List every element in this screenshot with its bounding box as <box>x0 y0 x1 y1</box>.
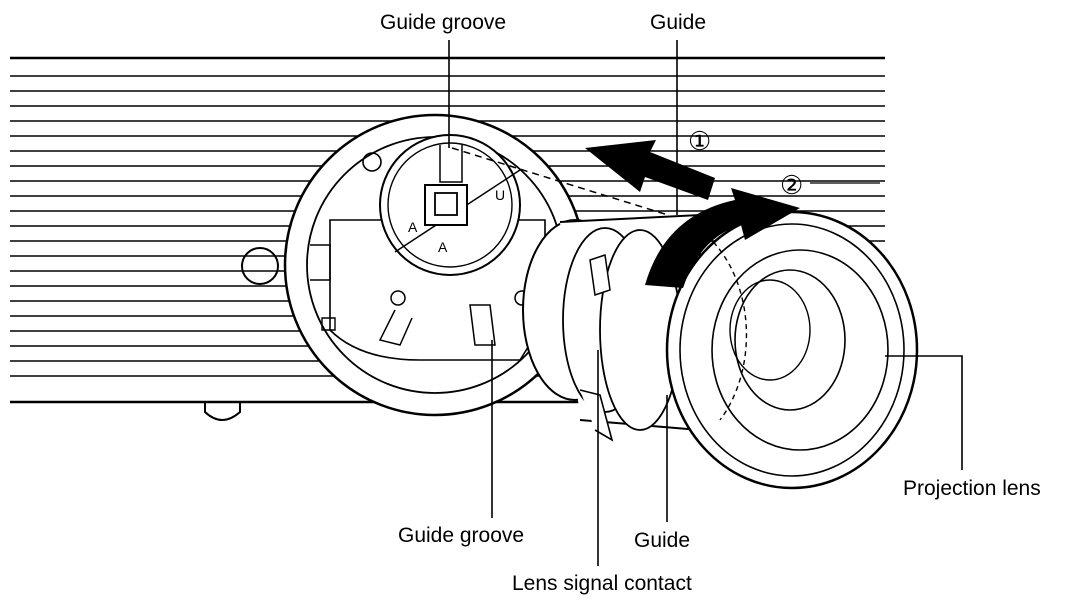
step-2-marker: ② <box>780 170 804 200</box>
projection-lens <box>522 210 919 490</box>
arrow-step-2 <box>645 188 800 288</box>
body-button <box>241 247 279 285</box>
alignment-dashed-line <box>451 147 669 216</box>
arrow-step-1 <box>585 140 715 200</box>
svg-text:A: A <box>408 219 418 235</box>
label-guide-top: Guide <box>650 11 707 34</box>
label-projection-lens: Projection lens <box>903 477 1041 500</box>
label-lens-signal-contact: Lens signal contact <box>512 572 692 595</box>
leader-lines <box>448 40 963 566</box>
svg-text:U: U <box>495 187 505 203</box>
label-guide-bottom: Guide <box>634 529 691 552</box>
step-1-marker: ① <box>688 126 712 156</box>
label-guide-groove-bottom: Guide groove <box>398 524 525 547</box>
lens-socket: A A U <box>379 134 521 276</box>
label-guide-groove-top: Guide groove <box>380 11 507 34</box>
svg-text:A: A <box>438 239 448 255</box>
